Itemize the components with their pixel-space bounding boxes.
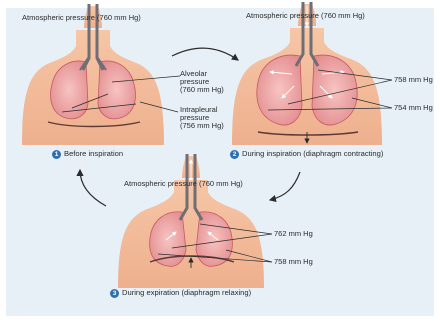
panel1-intrapleural-label: Intrapleural pressure (756 mm Hg) — [180, 106, 224, 131]
panel3-intrapleural-label: 758 mm Hg — [274, 258, 313, 266]
step-2-badge: 2 — [230, 150, 239, 159]
panel3-atmospheric-label: Atmospheric pressure (760 mm Hg) — [124, 180, 243, 188]
panel1-alveolar-label: Alveolar pressure (760 mm Hg) — [180, 70, 224, 95]
step-1-badge: 1 — [52, 150, 61, 159]
panel3-alveolar-label: 762 mm Hg — [274, 230, 313, 238]
panel2-atmospheric-label: Atmospheric pressure (760 mm Hg) — [246, 12, 365, 20]
panel2-intrapleural-label: 754 mm Hg — [394, 104, 433, 112]
step-3-badge: 3 — [110, 289, 119, 298]
panel2-alveolar-label: 758 mm Hg — [394, 76, 433, 84]
panel1-atmospheric-label: Atmospheric pressure (760 mm Hg) — [22, 14, 141, 22]
